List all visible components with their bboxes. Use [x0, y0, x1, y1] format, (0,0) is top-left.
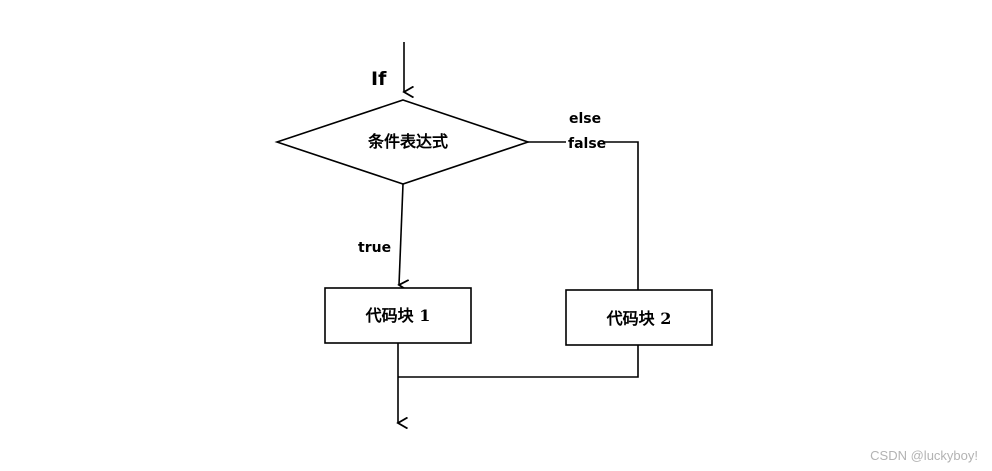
false-label: false: [568, 136, 606, 152]
code-block-2-label: 代码块 2: [606, 309, 672, 328]
true-label: true: [358, 240, 391, 256]
block-2-merge-line: [398, 345, 639, 378]
true-branch-arrow: [399, 183, 403, 285]
code-block-1-box: [324, 287, 472, 344]
false-label-background: [566, 134, 604, 152]
else-label: else: [569, 111, 601, 127]
condition-label: 条件表达式: [367, 132, 448, 151]
false-branch-line: [528, 141, 639, 290]
code-block-1-label: 代码块 1: [365, 306, 431, 325]
code-block-2-box: [565, 289, 713, 346]
start-label: If: [371, 68, 387, 90]
csdn-watermark: CSDN @luckyboy!: [870, 448, 978, 463]
